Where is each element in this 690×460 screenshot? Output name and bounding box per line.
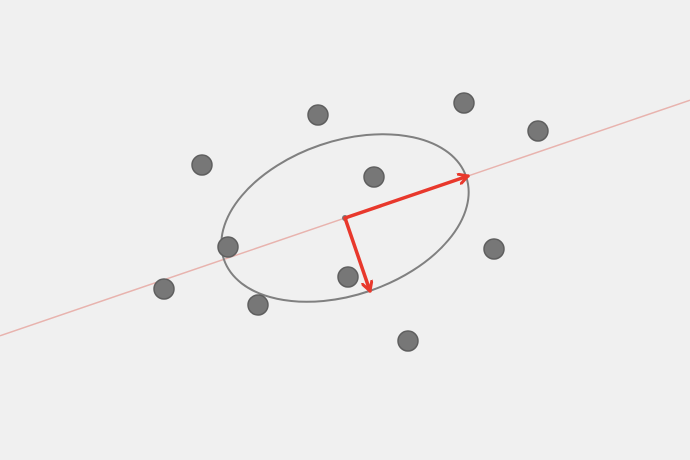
data-point [483, 238, 505, 260]
data-point [337, 266, 359, 288]
data-point [191, 154, 213, 176]
data-point [247, 294, 269, 316]
data-point [453, 92, 475, 114]
principal-vector-minor [343, 216, 370, 293]
data-point [307, 104, 329, 126]
data-points [153, 92, 549, 352]
data-point [363, 166, 385, 188]
data-point [527, 120, 549, 142]
data-point [153, 278, 175, 300]
data-point [217, 236, 239, 258]
data-point [397, 330, 419, 352]
principal-vector-major [343, 176, 470, 220]
